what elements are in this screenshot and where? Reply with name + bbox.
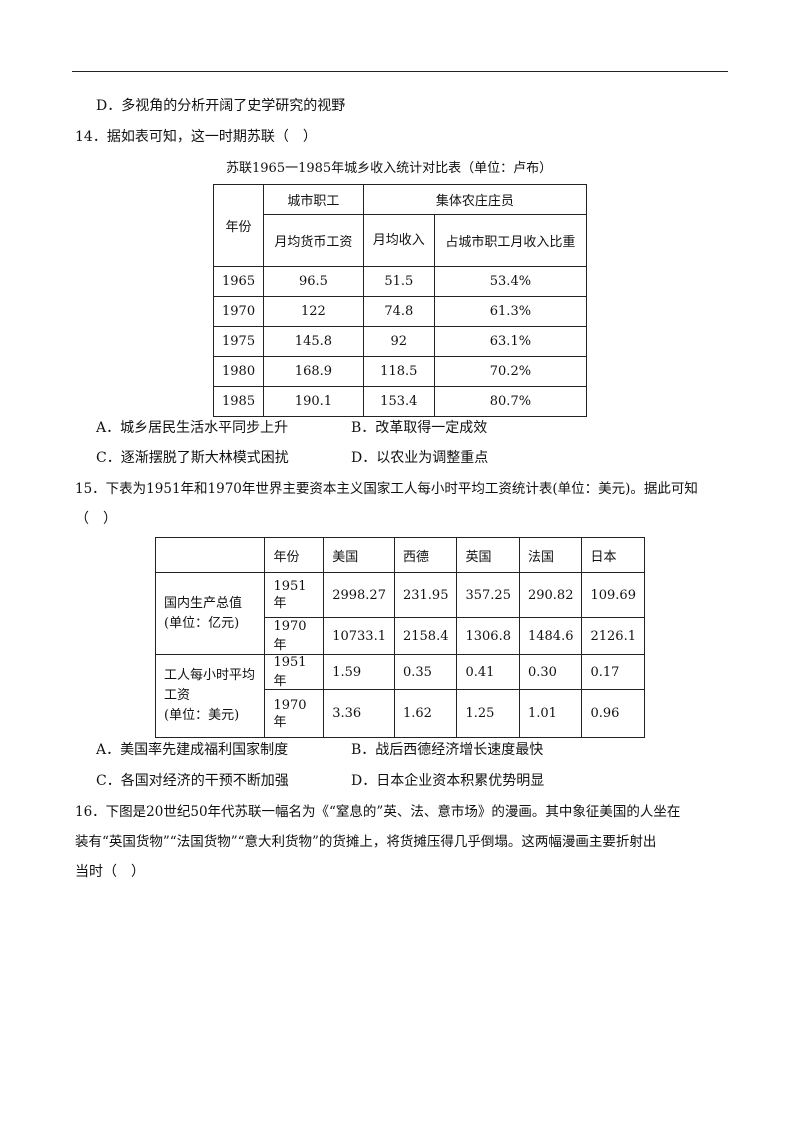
q14-ratio: 61.3% xyxy=(433,296,588,327)
q14-option-c: C．逐渐摆脱了斯大林模式困扰 xyxy=(96,450,289,466)
q14-ratio: 53.4% xyxy=(433,266,588,297)
q15-wage-table: 年份 美国 西德 英国 法国 日本 国内生产总值 (单位：亿元) 1951 年 … xyxy=(154,537,645,738)
q14-farm-income: 153.4 xyxy=(362,386,435,417)
q15-value: 1.01 xyxy=(518,689,583,738)
q15-gdp-label: 国内生产总值 (单位：亿元) xyxy=(154,572,266,655)
q15-option-a: A．美国率先建成福利国家制度 xyxy=(96,742,289,758)
q14-city-wage: 96.5 xyxy=(263,266,364,297)
q14-option-b: B．改革取得一定成效 xyxy=(351,420,488,436)
q14-stem: 14．据如表可知，这一时期苏联（ ） xyxy=(75,129,317,145)
header-rule xyxy=(72,71,728,72)
q15-stem-line1: 15．下表为1951年和1970年世界主要资本主义国家工人每小时平均工资统计表(… xyxy=(75,481,698,497)
q15-value: 1.25 xyxy=(456,689,520,738)
q14-income-table: 年份 城市职工 集体农庄庄员 月均货币工资 月均收入 占城市职工月收入比重 19… xyxy=(212,184,588,417)
table-row: 1965 96.5 51.5 53.4% xyxy=(212,266,588,297)
q15-option-d: D．日本企业资本积累优势明显 xyxy=(351,773,545,789)
q15-value: 2126.1 xyxy=(581,617,645,655)
q16-line3: 当时（ ） xyxy=(75,864,145,880)
q15-wage-1970-year: 1970 年 xyxy=(264,689,325,738)
q14-sub-ratio: 占城市职工月收入比重 xyxy=(433,214,588,267)
q15-country-header: 法国 xyxy=(518,537,583,573)
q15-value: 0.17 xyxy=(581,654,645,690)
q14-farm-income: 51.5 xyxy=(362,266,435,297)
q15-value: 1306.8 xyxy=(456,617,520,655)
q16-line1: 16．下图是20世纪50年代苏联一幅名为《“窒息的”英、法、意市场》的漫画。其中… xyxy=(75,804,681,820)
q14-farm-income: 92 xyxy=(362,326,435,357)
q15-value: 1484.6 xyxy=(518,617,583,655)
q14-ratio: 63.1% xyxy=(433,326,588,357)
q14-table-caption: 苏联1965一1985年城乡收入统计对比表（单位：卢布） xyxy=(226,161,553,176)
q15-year-text: 年 xyxy=(273,596,287,611)
q14-option-d: D．以农业为调整重点 xyxy=(351,450,489,466)
q14-sub-city-wage: 月均货币工资 xyxy=(263,214,364,267)
q14-year: 1970 xyxy=(212,296,265,327)
q14-year-header: 年份 xyxy=(212,184,265,267)
q14-city-wage: 122 xyxy=(263,296,364,327)
q15-country-header: 英国 xyxy=(456,537,520,573)
q15-value: 2158.4 xyxy=(393,617,458,655)
q15-country-header: 美国 xyxy=(323,537,395,573)
q14-group-farm: 集体农庄庄员 xyxy=(362,184,588,215)
table-row: 1975 145.8 92 63.1% xyxy=(212,326,588,357)
table-row: 1970 122 74.8 61.3% xyxy=(212,296,588,327)
q14-ratio: 80.7% xyxy=(433,386,588,417)
q15-value: 1.59 xyxy=(323,654,395,690)
q14-ratio: 70.2% xyxy=(433,356,588,387)
q15-value: 231.95 xyxy=(393,572,458,618)
q15-country-header: 西德 xyxy=(393,537,458,573)
prev-option-d: D．多视角的分析开阔了史学研究的视野 xyxy=(96,98,346,114)
q14-city-wage: 145.8 xyxy=(263,326,364,357)
q15-gdp-1970-year: 1970 年 xyxy=(264,617,325,655)
q15-value: 10733.1 xyxy=(323,617,395,655)
q15-value: 3.36 xyxy=(323,689,395,738)
q15-value: 0.30 xyxy=(518,654,583,690)
q14-city-wage: 190.1 xyxy=(263,386,364,417)
q15-option-c: C．各国对经济的干预不断加强 xyxy=(96,773,289,789)
q14-year: 1985 xyxy=(212,386,265,417)
q15-gdp-label-line1: 国内生产总值 xyxy=(164,595,243,611)
q15-value: 0.96 xyxy=(581,689,645,738)
q14-farm-income: 74.8 xyxy=(362,296,435,327)
q15-year-header: 年份 xyxy=(264,537,325,573)
q14-group-city: 城市职工 xyxy=(263,184,364,215)
q15-stem-line2: （ ） xyxy=(75,511,117,527)
q15-gdp-label-line2: (单位：亿元) xyxy=(164,615,240,631)
q15-gdp-1951-year: 1951 年 xyxy=(264,572,325,618)
q14-year: 1980 xyxy=(212,356,265,387)
q15-year-text: 年 xyxy=(273,714,287,730)
q14-sub-farm-income: 月均收入 xyxy=(362,214,435,267)
q14-year: 1965 xyxy=(212,266,265,297)
q15-wage-1951-year: 1951 年 xyxy=(264,654,325,690)
q14-option-a: A．城乡居民生活水平同步上升 xyxy=(96,420,289,436)
q15-wage-label: 工人每小时平均工资 (单位：美元) xyxy=(154,654,266,738)
q15-value: 109.69 xyxy=(581,572,645,618)
table-row: 1985 190.1 153.4 80.7% xyxy=(212,386,588,417)
q15-option-b: B．战后西德经济增长速度最快 xyxy=(351,742,544,758)
q14-city-wage: 168.9 xyxy=(263,356,364,387)
q15-value: 357.25 xyxy=(456,572,520,618)
q16-line2: 装有“英国货物”“法国货物”“意大利货物”的货摊上，将货摊压得几乎倒塌。这两幅漫… xyxy=(75,834,657,850)
q15-wage-label-line1: 工人每小时平均工资 xyxy=(164,668,256,703)
q15-year-text: 1951 xyxy=(273,579,307,594)
q15-value: 1.62 xyxy=(393,689,458,738)
q15-value: 2998.27 xyxy=(323,572,395,618)
q15-corner-cell xyxy=(154,537,266,573)
q15-wage-label-line2: (单位：美元) xyxy=(164,708,240,723)
q14-year: 1975 xyxy=(212,326,265,357)
q15-year-text: 1970 xyxy=(273,697,307,713)
table-row: 1980 168.9 118.5 70.2% xyxy=(212,356,588,387)
q15-value: 0.35 xyxy=(393,654,458,690)
q15-value: 290.82 xyxy=(518,572,583,618)
q15-country-header: 日本 xyxy=(581,537,645,573)
q14-farm-income: 118.5 xyxy=(362,356,435,387)
q15-value: 0.41 xyxy=(456,654,520,690)
